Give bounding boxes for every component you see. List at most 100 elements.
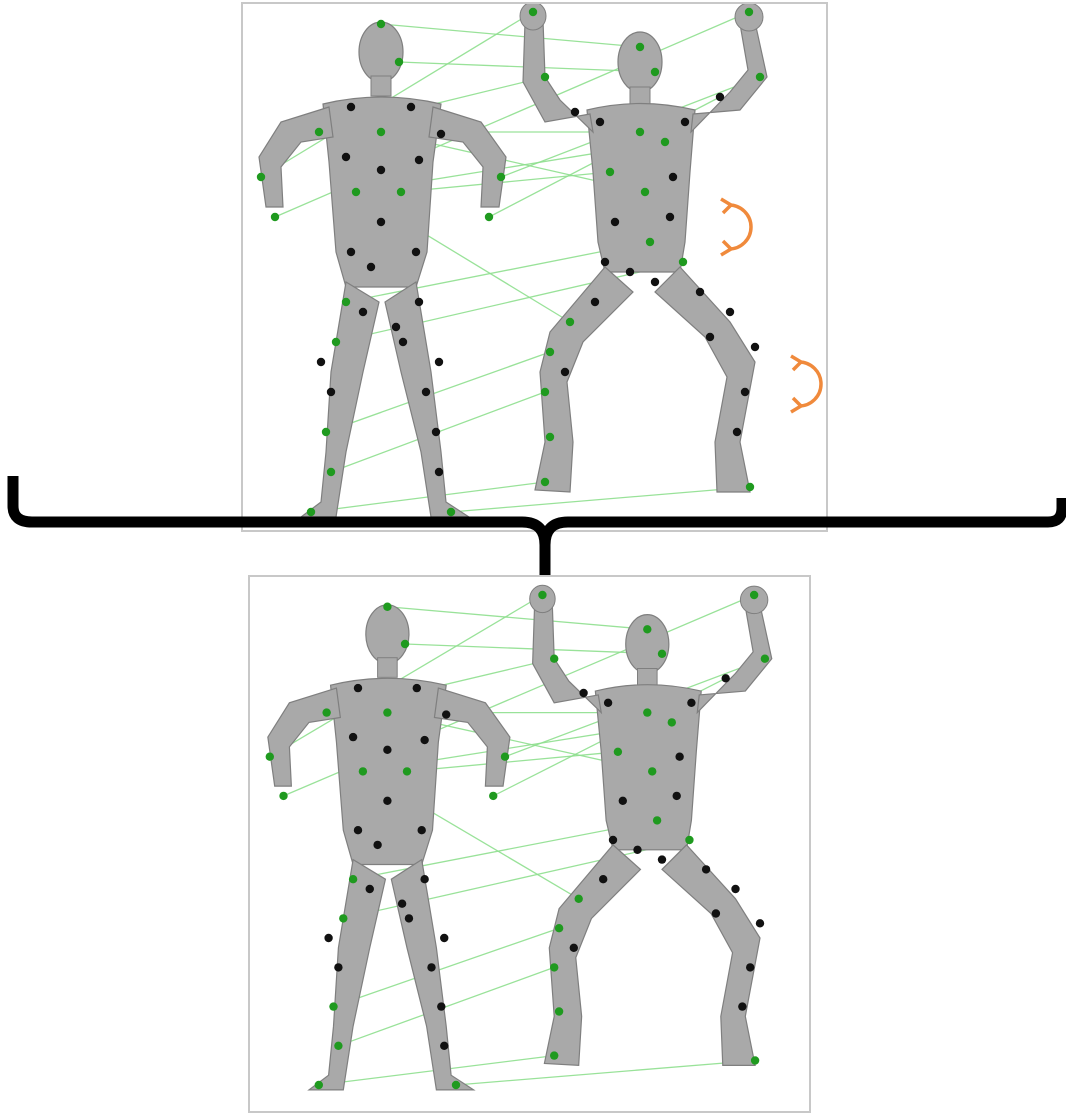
- keypoint: [672, 791, 681, 801]
- torso: [322, 96, 442, 288]
- correspondence-line: [380, 23, 641, 48]
- correspondence-line: [455, 1059, 756, 1086]
- keypoint: [680, 117, 690, 127]
- keypoint: [440, 933, 449, 943]
- keypoint: [324, 933, 333, 943]
- keypoint: [348, 732, 358, 742]
- matched-keypoint: [565, 317, 575, 327]
- right-fist: [739, 585, 769, 615]
- matched-keypoint: [400, 639, 410, 649]
- matched-keypoint: [270, 212, 280, 222]
- correspondence-line: [406, 751, 618, 773]
- left-arm: [267, 687, 342, 787]
- matched-keypoint: [640, 187, 650, 197]
- matched-keypoint: [685, 835, 694, 845]
- head: [365, 604, 410, 665]
- matched-keypoint: [745, 482, 755, 492]
- left-leg: [307, 858, 387, 1091]
- keypoint: [650, 277, 660, 287]
- matched-keypoint: [550, 654, 559, 663]
- keypoint: [569, 943, 578, 952]
- correspondence-line: [269, 594, 543, 758]
- keypoint: [665, 212, 675, 222]
- matched-keypoint: [402, 767, 412, 776]
- left-leg: [543, 844, 642, 1067]
- keypoint: [353, 826, 363, 835]
- keypoint: [731, 884, 740, 894]
- keypoint: [579, 688, 588, 698]
- matched-keypoint: [331, 337, 341, 347]
- neck: [377, 657, 398, 678]
- keypoint: [715, 92, 725, 102]
- neck: [637, 668, 658, 687]
- top-panel: [241, 2, 828, 532]
- matched-keypoint: [329, 1002, 338, 1011]
- matched-keypoint: [500, 752, 510, 761]
- matched-keypoint: [341, 297, 351, 307]
- human-mesh-right: [519, 4, 768, 493]
- matched-keypoint: [322, 708, 331, 717]
- keypoint-markers-top: [256, 7, 765, 517]
- matched-keypoint: [376, 19, 386, 29]
- matched-keypoint: [496, 172, 506, 182]
- keypoint: [695, 287, 705, 297]
- keypoint: [376, 217, 386, 227]
- keypoint: [746, 963, 755, 972]
- matched-keypoint: [321, 427, 331, 437]
- matched-keypoint: [545, 432, 555, 442]
- correspondence-line: [260, 11, 534, 178]
- keypoint: [618, 796, 627, 805]
- keypoint: [412, 683, 421, 693]
- matched-keypoint: [643, 708, 652, 717]
- keypoint: [600, 257, 610, 267]
- matched-keypoint: [749, 590, 759, 600]
- matched-keypoint: [750, 1056, 760, 1065]
- keypoint: [365, 884, 374, 894]
- matched-keypoint: [348, 875, 358, 884]
- keypoint: [404, 914, 414, 923]
- bottom-panel-scene: [265, 584, 773, 1091]
- matched-keypoint: [667, 718, 676, 727]
- matched-keypoint: [574, 894, 583, 903]
- keypoint: [366, 262, 376, 272]
- keypoint: [427, 963, 436, 972]
- correspondence-line: [387, 606, 648, 630]
- matched-keypoint: [550, 1051, 559, 1060]
- human-mesh-left: [267, 604, 511, 1091]
- left-leg: [534, 266, 634, 493]
- keypoint: [397, 899, 407, 908]
- matched-keypoint: [383, 708, 392, 717]
- keypoint: [353, 683, 363, 693]
- keypoint: [675, 752, 684, 761]
- keypoint: [608, 835, 618, 845]
- matched-keypoint: [489, 791, 498, 801]
- right-leg: [661, 844, 761, 1066]
- keypoint: [326, 387, 336, 397]
- rotation-arrow-head: [720, 239, 733, 257]
- keypoint: [420, 875, 429, 884]
- keypoint: [668, 172, 678, 182]
- matched-keypoint: [540, 387, 550, 397]
- keypoint: [610, 217, 620, 227]
- matched-keypoint: [351, 187, 361, 197]
- keypoint: [750, 342, 760, 352]
- matched-keypoint: [648, 767, 657, 776]
- keypoint: [383, 796, 392, 805]
- matched-keypoint: [396, 187, 406, 197]
- correspondence-line: [325, 351, 551, 433]
- keypoint: [625, 267, 635, 277]
- keypoint: [383, 745, 392, 755]
- keypoint: [414, 155, 424, 165]
- keypoint: [346, 102, 356, 112]
- keypoint: [421, 387, 431, 397]
- correspondence-line: [345, 241, 651, 303]
- keypoint: [437, 1002, 446, 1011]
- keypoint: [358, 307, 368, 317]
- correspondence-line: [450, 486, 751, 513]
- matched-keypoint: [394, 57, 404, 67]
- matched-keypoint: [538, 590, 547, 600]
- matched-keypoint: [446, 507, 456, 517]
- head: [625, 613, 670, 674]
- keypoint: [738, 1002, 747, 1011]
